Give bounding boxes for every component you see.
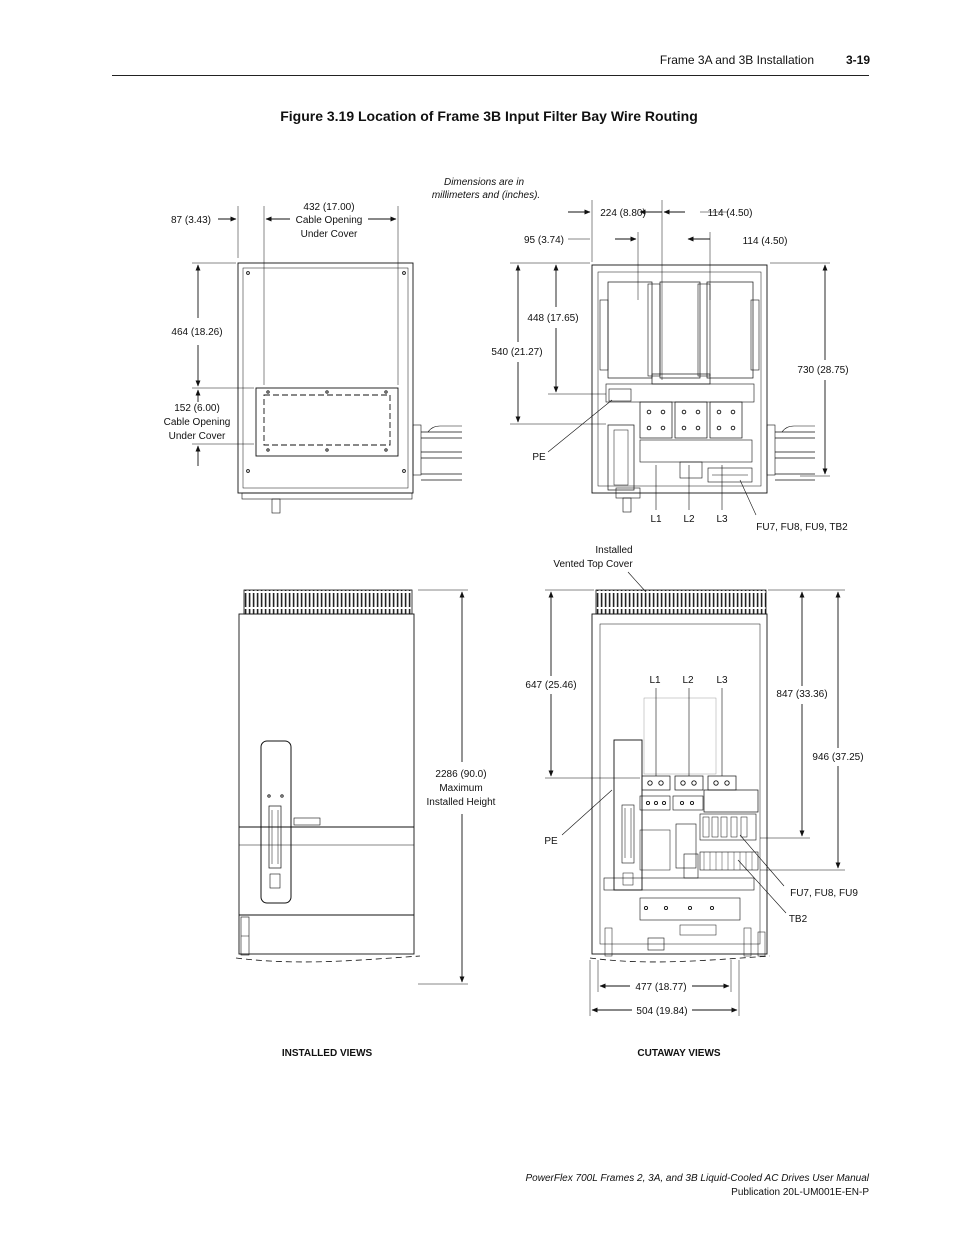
dim-448: 448 (17.65) xyxy=(527,313,578,324)
dim-432-line2: Cable Opening xyxy=(296,215,363,226)
dim-477: 477 (18.77) xyxy=(635,982,686,993)
bottom-left-view xyxy=(235,589,468,985)
running-header-title: Frame 3A and 3B Installation xyxy=(659,53,814,67)
label-l3-top: L3 xyxy=(716,514,728,525)
dim-847: 847 (33.36) xyxy=(776,689,827,700)
footer-manual-title: PowerFlex 700L Frames 2, 3A, and 3B Liqu… xyxy=(525,1173,870,1184)
dim-114-a: 114 (4.50) xyxy=(708,208,753,219)
label-l2-bottom: L2 xyxy=(682,675,694,686)
dim-152-line3: Under Cover xyxy=(169,431,226,442)
bottom-right-view xyxy=(545,571,845,1016)
dim-730: 730 (28.75) xyxy=(797,365,848,376)
label-l1-bottom: L1 xyxy=(649,675,661,686)
dim-87: 87 (3.43) xyxy=(171,215,211,226)
units-note-line2: millimeters and (inches). xyxy=(432,190,540,201)
dim-946: 946 (37.25) xyxy=(812,752,863,763)
dim-2286-line3: Installed Height xyxy=(427,797,496,808)
dim-114-b: 114 (4.50) xyxy=(743,236,788,247)
dim-152-line2: Cable Opening xyxy=(164,417,231,428)
dim-152: 152 (6.00) xyxy=(174,403,220,414)
dim-224: 224 (8.80) xyxy=(600,208,646,219)
dim-432-line3: Under Cover xyxy=(301,229,358,240)
label-l1-top: L1 xyxy=(650,514,662,525)
top-left-view xyxy=(192,206,462,514)
dim-647: 647 (25.46) xyxy=(525,680,576,691)
top-right-view xyxy=(510,200,830,516)
label-fuses-top: FU7, FU8, FU9, TB2 xyxy=(756,522,848,533)
caption-cutaway-views: CUTAWAY VIEWS xyxy=(637,1048,720,1059)
label-cover-line2: Vented Top Cover xyxy=(553,559,633,570)
label-cover-line1: Installed xyxy=(595,545,632,556)
label-l2-top: L2 xyxy=(683,514,695,525)
label-tb2: TB2 xyxy=(789,914,808,925)
units-note-line1: Dimensions are in xyxy=(444,177,524,188)
footer-publication: Publication 20L-UM001E-EN-P xyxy=(731,1187,869,1198)
drawing-labels: Dimensions are in millimeters and (inche… xyxy=(164,177,864,1059)
caption-installed-views: INSTALLED VIEWS xyxy=(282,1048,373,1059)
dim-432: 432 (17.00) xyxy=(303,202,354,213)
figure-title: Figure 3.19 Location of Frame 3B Input F… xyxy=(280,108,698,124)
page-number: 3-19 xyxy=(845,53,870,67)
dim-464: 464 (18.26) xyxy=(171,327,222,338)
dim-2286: 2286 (90.0) xyxy=(435,769,486,780)
label-pe-bottom: PE xyxy=(544,836,558,847)
dim-2286-line2: Maximum xyxy=(439,783,482,794)
dim-504: 504 (19.84) xyxy=(636,1006,687,1017)
label-fuses-bottom: FU7, FU8, FU9 xyxy=(790,888,858,899)
dim-540: 540 (21.27) xyxy=(491,347,542,358)
label-pe-top: PE xyxy=(532,452,546,463)
label-l3-bottom: L3 xyxy=(716,675,728,686)
dim-95: 95 (3.74) xyxy=(524,235,564,246)
header-rule xyxy=(112,75,869,76)
